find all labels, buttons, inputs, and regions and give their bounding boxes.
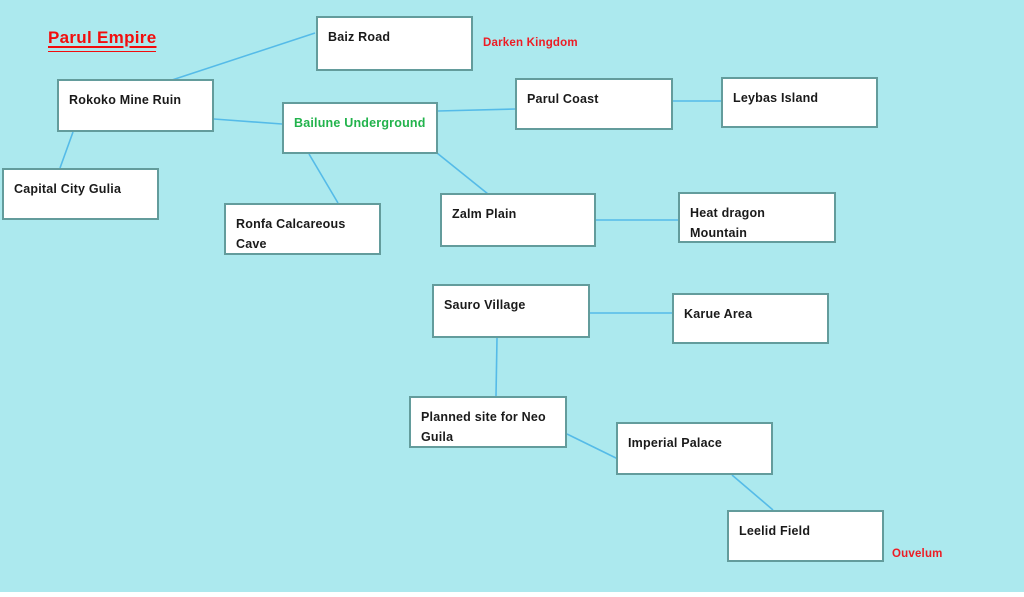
- node-imperial-palace[interactable]: Imperial Palace: [616, 422, 773, 475]
- region-label-darken-kingdom: Darken Kingdom: [483, 37, 578, 49]
- node-label: Karue Area: [684, 307, 753, 321]
- edge-imperial-palace-leelid-field: [731, 474, 774, 511]
- node-label: Zalm Plain: [452, 207, 517, 221]
- node-label: Capital City Gulia: [14, 182, 122, 196]
- node-bailune-underground[interactable]: Bailune Underground: [282, 102, 438, 154]
- node-planned-site-neo-guila[interactable]: Planned site for Neo Guila: [409, 396, 567, 448]
- node-capital-city-gulia[interactable]: Capital City Gulia: [2, 168, 159, 220]
- node-leelid-field[interactable]: Leelid Field: [727, 510, 884, 562]
- node-label: Rokoko Mine Ruin: [69, 93, 182, 107]
- node-rokoko-mine-ruin[interactable]: Rokoko Mine Ruin: [57, 79, 214, 132]
- node-label: Ronfa Calcareous Cave: [236, 217, 346, 251]
- edge-rokoko-mine-ruin-capital-city-gulia: [59, 131, 74, 169]
- node-karue-area[interactable]: Karue Area: [672, 293, 829, 344]
- node-label: Planned site for Neo Guila: [421, 410, 546, 444]
- node-label: Imperial Palace: [628, 436, 723, 450]
- node-parul-coast[interactable]: Parul Coast: [515, 78, 673, 130]
- edge-baiz-road-rokoko-mine-ruin: [171, 32, 316, 81]
- edge-rokoko-mine-ruin-bailune-underground: [213, 118, 283, 125]
- node-label: Parul Coast: [527, 92, 599, 106]
- node-zalm-plain[interactable]: Zalm Plain: [440, 193, 596, 247]
- node-label: Sauro Village: [444, 298, 526, 312]
- edge-sauro-village-planned-site: [495, 337, 498, 397]
- edge-bailune-underground-ronfa-cave: [308, 153, 339, 204]
- page-title: Parul Empire: [48, 28, 157, 52]
- edge-bailune-underground-zalm-plain: [436, 152, 489, 195]
- node-label: Leelid Field: [739, 524, 811, 538]
- region-label-ouvelum: Ouvelum: [892, 548, 943, 560]
- edge-bailune-underground-parul-coast: [437, 108, 516, 112]
- node-label: Bailune Underground: [294, 116, 426, 130]
- node-sauro-village[interactable]: Sauro Village: [432, 284, 590, 338]
- node-ronfa-calcareous-cave[interactable]: Ronfa Calcareous Cave: [224, 203, 381, 255]
- edge-planned-site-imperial-palace: [566, 433, 619, 460]
- node-leybas-island[interactable]: Leybas Island: [721, 77, 878, 128]
- bottom-strip: [0, 592, 1024, 597]
- node-label: Leybas Island: [733, 91, 819, 105]
- node-baiz-road[interactable]: Baiz Road: [316, 16, 473, 71]
- node-heat-dragon-mountain[interactable]: Heat dragon Mountain: [678, 192, 836, 243]
- node-label: Baiz Road: [328, 30, 391, 44]
- node-label: Heat dragon Mountain: [690, 206, 766, 240]
